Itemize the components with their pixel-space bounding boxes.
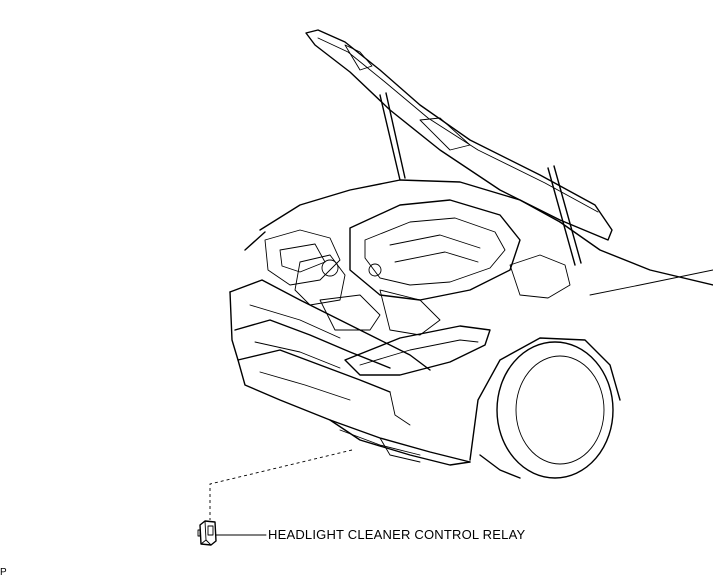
leader-line xyxy=(209,449,353,520)
relay-icon xyxy=(197,520,217,546)
corner-mark: P xyxy=(0,567,7,578)
car-front-hood-open-icon xyxy=(229,29,713,479)
callout-label: HEADLIGHT CLEANER CONTROL RELAY xyxy=(268,527,526,542)
